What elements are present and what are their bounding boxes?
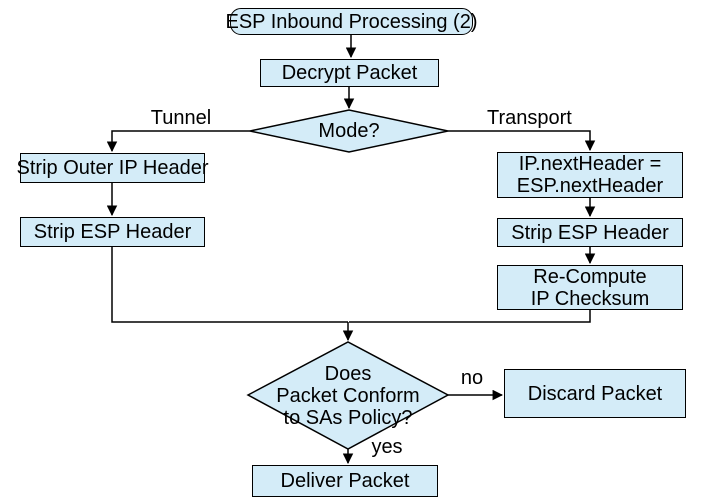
line-right-branch-merge xyxy=(349,310,591,323)
node-ip-nextheader-line2: ESP.nextHeader xyxy=(516,175,664,197)
mode-decision-label: Mode? xyxy=(250,110,448,152)
node-recompute-line1: Re-Compute xyxy=(533,265,647,288)
node-start-terminal: ESP Inbound Processing (2) xyxy=(226,8,478,35)
arrow-mode-to-strip-outer xyxy=(106,130,250,153)
mode-decision-text: Mode? xyxy=(318,120,380,142)
node-strip-esp-header-tunnel-label: Strip ESP Header xyxy=(33,221,192,243)
node-strip-outer-ip-header-label: Strip Outer IP Header xyxy=(16,157,209,179)
node-recompute-ip-checksum: Re-Compute IP Checksum xyxy=(497,265,683,310)
edge-label-no: no xyxy=(460,367,484,389)
policy-decision-line3: to SAs Policy? xyxy=(283,406,413,429)
edge-label-yes: yes xyxy=(371,436,403,458)
node-discard-packet: Discard Packet xyxy=(504,369,686,418)
node-decrypt-packet: Decrypt Packet xyxy=(260,59,439,87)
policy-decision-line1: Does xyxy=(324,362,372,385)
node-discard-packet-label: Discard Packet xyxy=(527,382,663,405)
node-strip-esp-header-tunnel: Strip ESP Header xyxy=(20,217,205,247)
edge-label-transport: Transport xyxy=(487,107,572,129)
line-left-branch-merge xyxy=(111,247,348,323)
node-recompute-line2: IP Checksum xyxy=(530,287,650,310)
node-strip-outer-ip-header: Strip Outer IP Header xyxy=(17,153,208,183)
node-start-label: ESP Inbound Processing (2) xyxy=(225,10,478,33)
edge-label-tunnel: Tunnel xyxy=(150,107,212,129)
node-deliver-packet-label: Deliver Packet xyxy=(280,470,410,492)
node-strip-esp-header-transport: Strip ESP Header xyxy=(497,218,683,247)
arrow-mode-to-ipnext xyxy=(448,130,596,152)
node-decrypt-packet-label: Decrypt Packet xyxy=(281,62,418,84)
node-deliver-packet: Deliver Packet xyxy=(252,465,438,497)
node-ip-nextheader-line1: IP.nextHeader = xyxy=(518,153,662,175)
policy-decision-label: Does Packet Conform to SAs Policy? xyxy=(248,342,448,449)
policy-decision-line2: Packet Conform xyxy=(276,384,420,407)
node-strip-esp-header-transport-label: Strip ESP Header xyxy=(511,221,669,244)
node-ip-nextheader-assignment: IP.nextHeader = ESP.nextHeader xyxy=(497,152,683,198)
